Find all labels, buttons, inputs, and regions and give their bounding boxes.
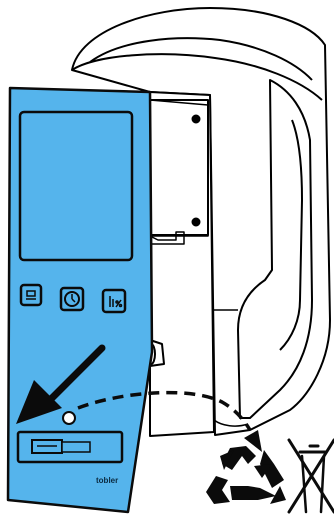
button-percentage[interactable] xyxy=(103,290,125,312)
button-clock[interactable] xyxy=(61,288,83,310)
panel-label-strip xyxy=(18,432,122,462)
recycle-icon xyxy=(206,446,286,504)
display-screen xyxy=(20,112,132,260)
screw-bottom xyxy=(193,219,200,226)
button-coffee[interactable] xyxy=(21,285,41,305)
brand-logo-text: tobler xyxy=(96,476,118,485)
front-panel[interactable]: tobler xyxy=(8,88,152,512)
crossed-out-bin-icon xyxy=(289,440,334,512)
screw-top xyxy=(193,116,200,123)
release-hole[interactable] xyxy=(63,412,75,424)
